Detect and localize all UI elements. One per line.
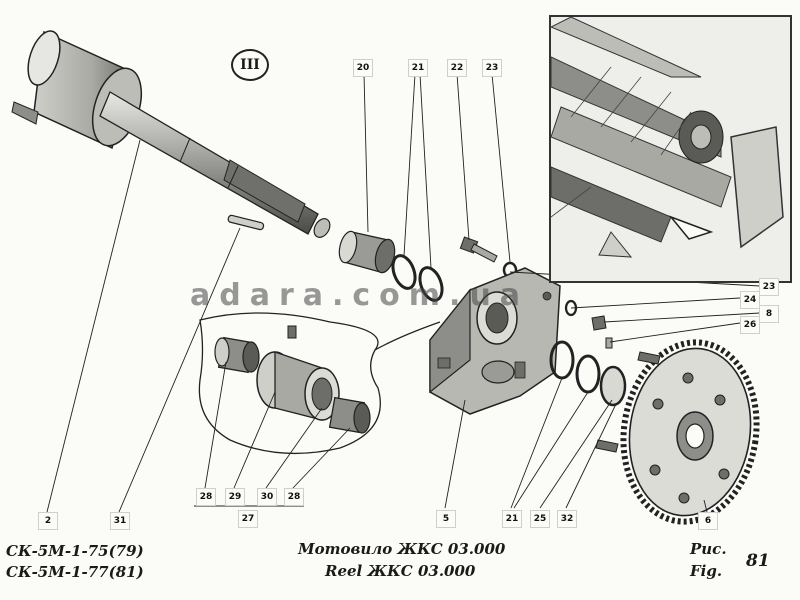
callout-21: 21: [408, 59, 428, 77]
assembly-outline: [198, 312, 381, 455]
callout-22: 22: [447, 59, 467, 77]
callout-32: 32: [557, 510, 577, 528]
figure-number: 81: [746, 551, 770, 571]
callout-27: 27: [238, 510, 258, 528]
o-ring: [575, 354, 601, 394]
pin: [605, 337, 613, 349]
reel-shaft: [11, 30, 331, 238]
gear-housing: [429, 267, 561, 415]
callout-6: 6: [698, 512, 718, 530]
inset-drawing: [551, 17, 790, 281]
callout-20: 20: [353, 59, 373, 77]
callout-28: 28: [284, 488, 304, 506]
watermark: adara.com.ua: [190, 278, 530, 313]
o-ring: [418, 266, 444, 302]
model-code-1: СК-5М-1-75(79): [6, 542, 144, 560]
callout-26: 26: [740, 316, 760, 334]
sprocket: [595, 339, 760, 525]
o-ring: [391, 254, 417, 290]
bolt: [459, 236, 498, 263]
callout-30: 30: [257, 488, 277, 506]
callout-29: 29: [225, 488, 245, 506]
assembly-pointer: [374, 321, 441, 351]
bearing-left: [214, 336, 260, 374]
callout-28: 28: [196, 488, 216, 506]
section-mark: III: [231, 49, 269, 81]
callout-21: 21: [502, 510, 522, 528]
diagram-title-en: Reel ЖКС 03.000: [325, 562, 476, 580]
callout-25: 25: [530, 510, 550, 528]
nut: [591, 315, 607, 331]
figure-label-ru: Рис.: [690, 540, 727, 558]
bushing: [338, 230, 396, 274]
machine-inset-photo: [549, 15, 792, 283]
diagram-title-ru: Мотовило ЖКС 03.000: [298, 540, 506, 558]
callout-5: 5: [436, 510, 456, 528]
callout-23: 23: [482, 59, 502, 77]
callout-31: 31: [110, 512, 130, 530]
callout-8: 8: [759, 305, 779, 323]
callout-2: 2: [38, 512, 58, 530]
figure-label-en: Fig.: [690, 562, 723, 580]
callout-23: 23: [759, 278, 779, 296]
bearing-right: [328, 396, 371, 434]
bearing-housing: [256, 351, 340, 421]
seal-ring: [599, 365, 627, 407]
callout-24: 24: [740, 291, 760, 309]
key-part: [227, 214, 265, 231]
model-code-2: СК-5М-1-77(81): [6, 563, 144, 581]
grease-fitting: [287, 325, 297, 339]
